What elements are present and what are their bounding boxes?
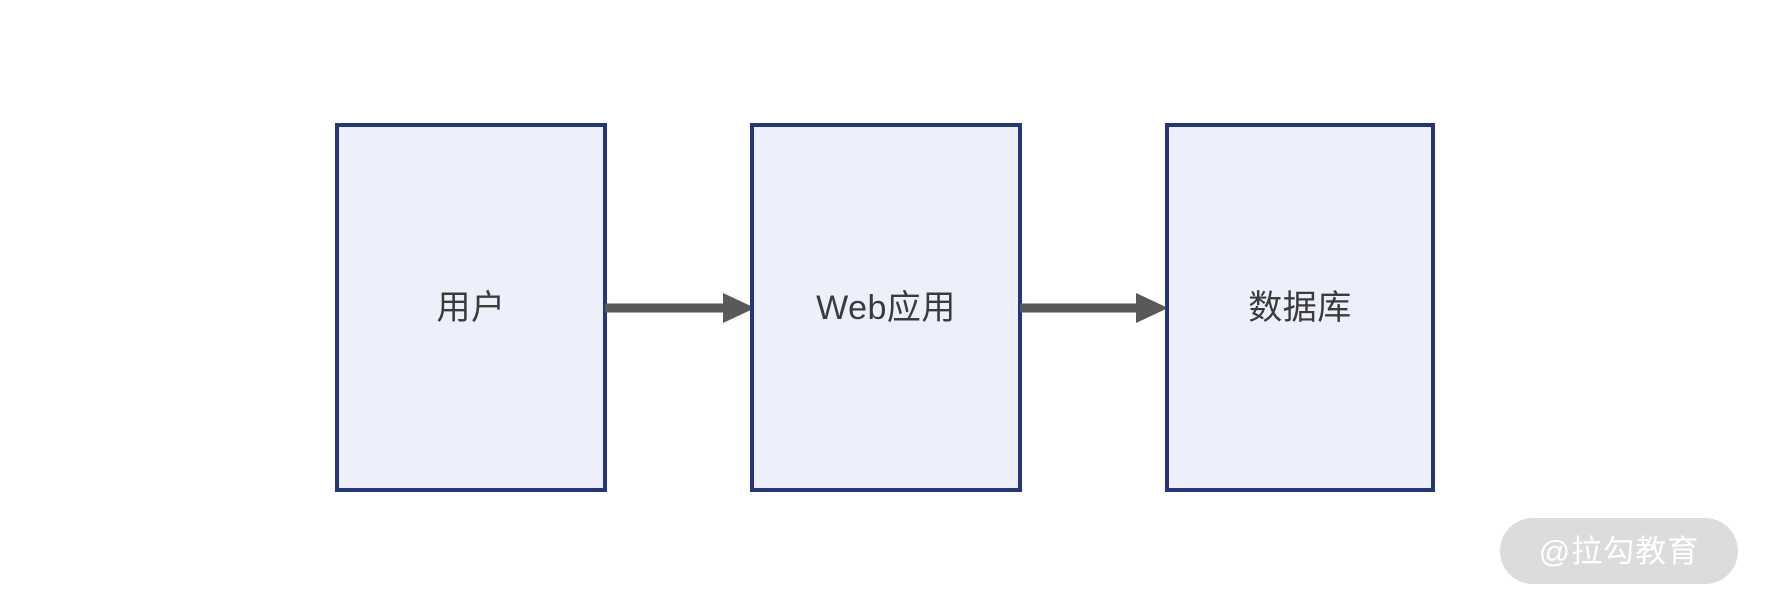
watermark-badge: @拉勾教育 <box>1500 518 1738 584</box>
arrow-webapp-to-database <box>1020 288 1168 328</box>
arrow-user-to-webapp <box>605 288 755 328</box>
node-label-webapp: Web应用 <box>816 288 956 327</box>
diagram-node-user[interactable]: 用户 <box>335 123 607 492</box>
diagram-node-database[interactable]: 数据库 <box>1165 123 1435 492</box>
node-label-database: 数据库 <box>1248 288 1352 327</box>
diagram-node-webapp[interactable]: Web应用 <box>750 123 1022 492</box>
node-label-user: 用户 <box>436 288 506 327</box>
watermark-text: @拉勾教育 <box>1538 533 1700 569</box>
